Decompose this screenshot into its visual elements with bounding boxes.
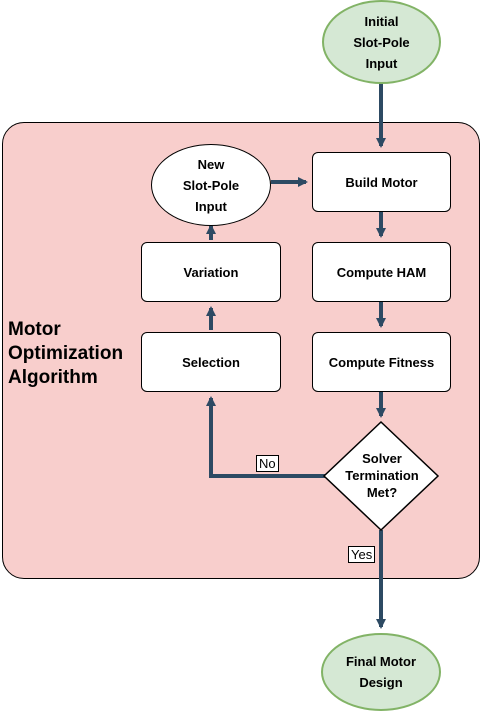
final-design-label: Final Motor Design (345, 654, 417, 690)
build-motor-label: Build Motor (345, 174, 418, 190)
variation-node: Variation (141, 242, 281, 302)
selection-node: Selection (141, 332, 281, 392)
compute-ham-label: Compute HAM (336, 264, 427, 280)
arrow-decision-to-selection (206, 396, 325, 478)
build-motor-node: Build Motor (312, 152, 451, 212)
edge-label-yes: Yes (348, 546, 376, 563)
selection-label: Selection (182, 354, 240, 370)
container-label: Motor Optimization Algorithm (8, 319, 124, 388)
compute-fitness-label: Compute Fitness (328, 354, 435, 370)
edge-label-no: No (256, 455, 279, 472)
initial-input-label: Initial Slot-Pole Input (353, 13, 410, 71)
new-input-label: New Slot-Pole Input (182, 156, 240, 214)
new-input-node: New Slot-Pole Input (151, 144, 271, 226)
solver-termination-label: Solver Termination Met? (345, 451, 419, 500)
compute-fitness-node: Compute Fitness (312, 332, 451, 392)
variation-label: Variation (183, 264, 239, 280)
final-design-node: Final Motor Design (321, 633, 441, 711)
initial-input-node: Initial Slot-Pole Input (322, 0, 441, 84)
compute-ham-node: Compute HAM (312, 242, 451, 302)
solver-termination-diamond (322, 420, 440, 532)
